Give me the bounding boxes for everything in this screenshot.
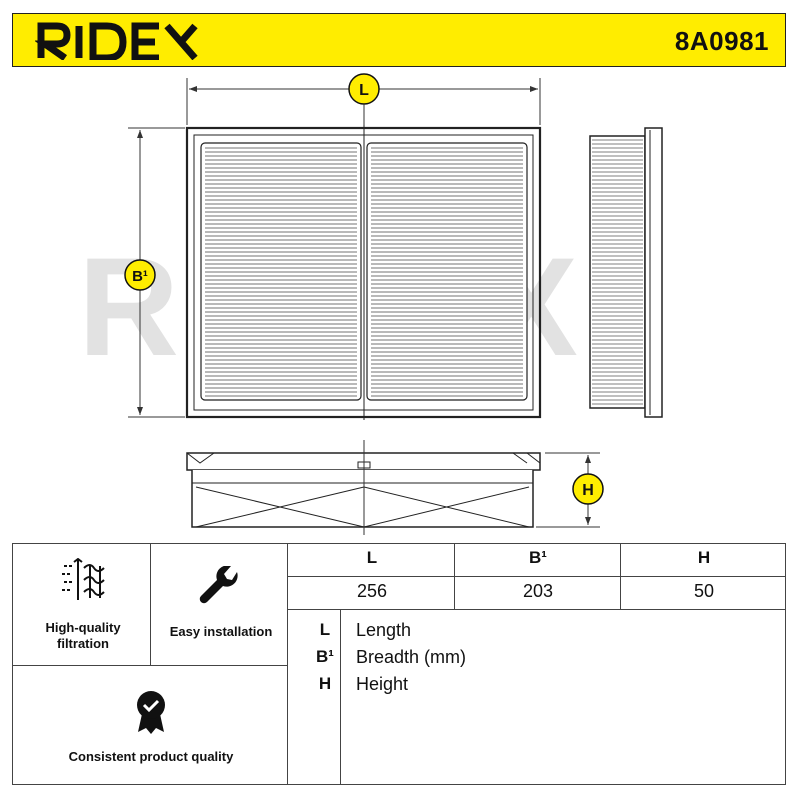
height-label: H [582, 482, 594, 499]
technical-drawing: RIDEX L B¹ [78, 73, 663, 535]
filter-front-view [186, 440, 541, 535]
feature-label-installation: Easy installation [169, 624, 273, 639]
divider [287, 544, 288, 785]
dimension-value-length: 256 [356, 581, 388, 601]
divider [287, 576, 786, 577]
legend-key-length: L [319, 620, 331, 639]
filter-top-view [185, 125, 542, 420]
divider [340, 609, 341, 785]
breadth-label: B¹ [132, 268, 148, 285]
breadth-label-badge: B¹ [124, 259, 156, 291]
length-label: L [359, 82, 369, 99]
legend-key-breadth: B¹ [316, 647, 334, 666]
divider [13, 665, 287, 666]
feature-label-quality: Consistent product quality [68, 749, 234, 764]
legend-text-breadth: Breadth (mm) [356, 647, 467, 667]
divider [150, 544, 151, 665]
legend-key-height: H [318, 674, 332, 693]
feature-label-filtration: High-quality filtration [45, 620, 121, 651]
airflow-filter-icon [60, 557, 110, 607]
dimension-header-breadth: B¹ [529, 548, 547, 567]
dimension-header-height: H [697, 548, 711, 567]
dimension-header-length: L [366, 548, 378, 567]
legend-text-length: Length [356, 620, 412, 640]
wrench-icon [197, 565, 241, 615]
height-label-badge: H [572, 473, 604, 505]
length-label-badge: L [348, 73, 380, 105]
dimension-value-height: 50 [693, 581, 715, 601]
brand-logo [33, 20, 205, 65]
info-panel: High-quality filtration Easy installatio… [12, 543, 786, 785]
filter-side-view [589, 127, 663, 418]
divider [287, 609, 786, 610]
dimension-value-breadth: 203 [522, 581, 554, 601]
header-bar: 8A0981 [12, 13, 786, 67]
legend-text-height: Height [356, 674, 409, 694]
quality-badge-icon [134, 690, 168, 739]
part-number: 8A0981 [674, 26, 769, 56]
